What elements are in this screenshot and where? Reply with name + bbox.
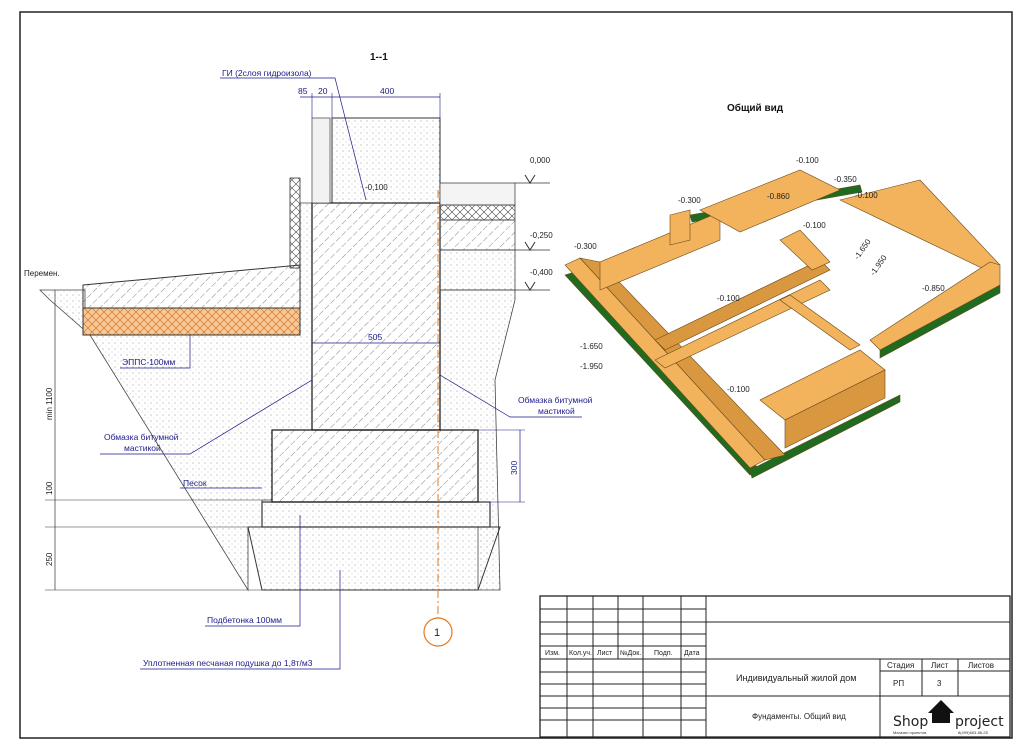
sheet-frame (19, 11, 1013, 739)
axis-label: 1 (434, 627, 440, 639)
iso-level: -1.650 (852, 237, 873, 261)
iso-level: -0.300 (574, 242, 597, 251)
stage-header: Стадия (887, 661, 914, 670)
stage-value: РП (893, 679, 904, 688)
iso-level: -0.350 (834, 175, 857, 184)
floor-sand (439, 249, 516, 291)
iso-level: -0.100 (717, 294, 740, 303)
iso-level: -1.950 (580, 362, 603, 371)
svg-text:8(499)653-86-25: 8(499)653-86-25 (958, 730, 989, 735)
iso-level: -0.300 (678, 196, 701, 205)
shop-project-logo: Shop project Магазин проектов 8(499)653-… (893, 700, 1004, 735)
header-kol-uch: Кол.уч. (569, 650, 592, 657)
dim-400: 400 (380, 86, 394, 96)
bitumen-right-line2: мастикой (538, 406, 575, 416)
wall-block (331, 117, 441, 204)
svg-text:project: project (955, 714, 1004, 730)
floor-slab (439, 219, 516, 251)
footing-dim-300: 300 (509, 461, 519, 475)
concrete-prep (261, 501, 491, 528)
iso-level: -0.860 (767, 192, 790, 201)
blind-area-slab (82, 264, 301, 309)
iso-level: -1.950 (868, 253, 889, 277)
bitumen-left-line1: Обмазка битумной (104, 432, 179, 442)
iso-title: Общий вид (727, 102, 784, 114)
sheets-header: Листов (968, 661, 994, 670)
dim-20: 20 (318, 86, 328, 96)
axis-marker (423, 617, 453, 647)
level-0000: 0,000 (530, 156, 551, 165)
sand-label: Песок (183, 478, 207, 488)
floor-finish (439, 182, 516, 206)
header-list: Лист (597, 650, 613, 657)
project-name: Индивидуальный жилой дом (736, 673, 856, 683)
concrete-prep-label: Подбетонка 100мм (207, 615, 282, 625)
variable-label: Перемен. (24, 269, 60, 278)
level-0400: -0,400 (530, 268, 553, 277)
header-izm: Изм. (545, 650, 560, 657)
footing (271, 429, 479, 503)
header-ndoc: №Док. (620, 650, 641, 657)
iso-level: -0.100 (855, 191, 878, 200)
sheet-title: Фундаменты. Общий вид (752, 712, 846, 721)
sheet-value: 3 (937, 679, 942, 688)
iso-level: -1.650 (580, 342, 603, 351)
dim-85: 85 (298, 86, 308, 96)
svg-text:Shop: Shop (893, 714, 928, 730)
iso-level: -0.100 (803, 221, 826, 230)
sand-cushion (247, 526, 501, 591)
level-0250: -0,250 (530, 231, 553, 240)
svg-text:Магазин проектов: Магазин проектов (893, 730, 926, 735)
house-icon (928, 700, 954, 723)
header-data: Дата (684, 650, 700, 657)
iso-level: -0.100 (796, 156, 819, 165)
eps-label: ЭППС-100мм (122, 357, 175, 367)
bitumen-left-line2: мастикой (124, 443, 161, 453)
iso-level: -0.100 (727, 385, 750, 394)
depth-min-1100: min 1100 (45, 387, 54, 420)
bitumen-right-line1: Обмазка битумной (518, 395, 593, 405)
section-title: 1--1 (370, 52, 388, 63)
width-dim-505: 505 (368, 332, 382, 342)
facing-brick (311, 117, 331, 204)
waterproofing-label: ГИ (2слоя гидроизола) (222, 68, 312, 78)
level-0100: -0,100 (365, 183, 388, 192)
eps-insulation (82, 307, 301, 336)
title-block: Изм. Кол.уч. Лист №Док. Подп. Дата Индив… (539, 595, 1011, 738)
depth-100: 100 (45, 481, 54, 495)
depth-250: 250 (45, 552, 54, 566)
floor-insulation (439, 204, 516, 221)
cushion-label: Уплотненная песчаная подушка до 1,8т/м3 (143, 658, 313, 668)
foundation-wall (311, 202, 441, 431)
isometric-view: Общий вид -0.100 -0.350 (564, 102, 1001, 479)
header-podp: Подп. (654, 650, 673, 657)
iso-level: -0.850 (922, 284, 945, 293)
sheet-header: Лист (931, 661, 949, 670)
level-marks: 0,000 -0,100 -0,250 -0,400 Перемен. (24, 156, 553, 291)
plinth-insulation (289, 177, 301, 269)
section-drawing: 1--1 85 20 400 ГИ (2слоя гидроизо (24, 52, 593, 670)
